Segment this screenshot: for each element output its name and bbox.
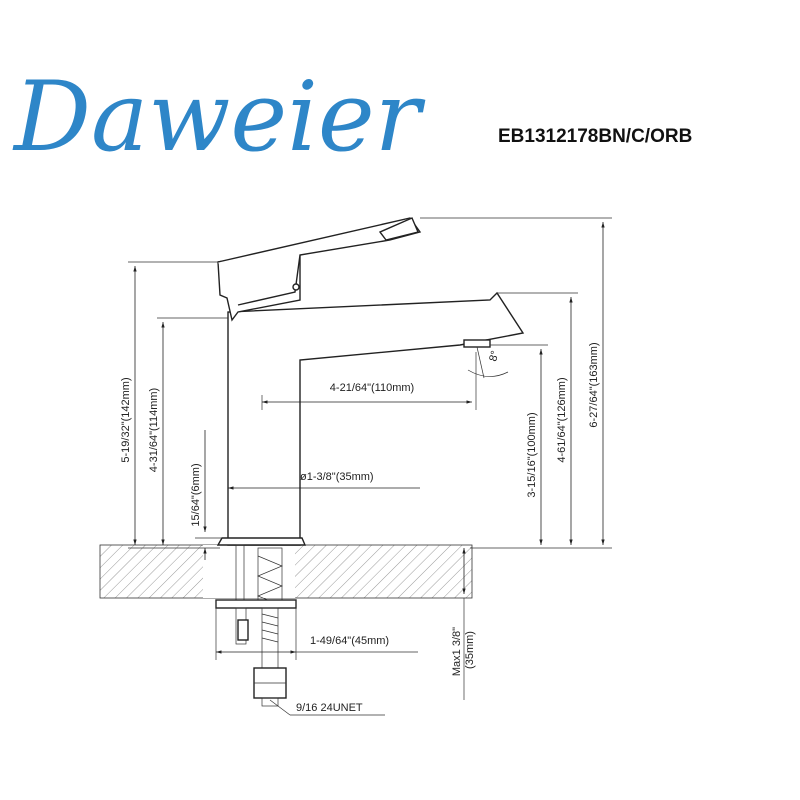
dim-body-height: 4-31/64"(114mm): [148, 317, 228, 545]
dim-body-height-label: 4-31/64"(114mm): [148, 388, 160, 472]
angle-label: 8°: [487, 349, 501, 362]
dim-clearance-label: 3-15/16"(100mm): [526, 412, 538, 497]
dim-deck-thickness-line1: Max1 3/8": [451, 627, 463, 676]
dim-body-diameter: ø1-3/8"(35mm): [228, 471, 420, 490]
dim-deck-thickness-line2: (35mm): [464, 631, 476, 669]
model-number: EB1312178BN/C/ORB: [498, 126, 692, 147]
dim-mount-width: 1-49/64"(45mm): [215, 600, 418, 660]
connector-callout: 9/16 24UNET: [269, 699, 385, 716]
dim-total-height-label: 6-27/64"(163mm): [588, 342, 600, 427]
brand-logo: Daweier: [12, 61, 426, 173]
dim-base-ring: 15/64"(6mm): [190, 430, 222, 560]
faucet-body: [216, 217, 525, 546]
dim-spout-reach: 4-21/64"(110mm): [261, 352, 477, 410]
dim-body-diameter-label: ø1-3/8"(35mm): [300, 471, 374, 483]
dim-clearance: 3-15/16"(100mm): [490, 344, 548, 545]
dim-mount-width-label: 1-49/64"(45mm): [310, 635, 389, 647]
dim-base-ring-label: 15/64"(6mm): [190, 463, 202, 526]
dim-outlet-height: 4-61/64"(126mm): [497, 292, 578, 545]
dim-handle-height-label: 5-19/32"(142mm): [120, 377, 132, 462]
mounting-hardware: [215, 544, 297, 707]
angle-indicator: 8°: [467, 346, 509, 379]
mount-hole: [203, 545, 295, 598]
dim-deck-thickness: Max1 3/8" (35mm): [451, 548, 476, 700]
dim-total-height: 6-27/64"(163mm): [420, 217, 612, 549]
connector-label: 9/16 24UNET: [296, 702, 363, 714]
dim-deck-thickness-label: Max1 3/8" (35mm): [451, 624, 476, 676]
dim-outlet-height-label: 4-61/64"(126mm): [556, 377, 568, 462]
dim-spout-reach-label: 4-21/64"(110mm): [330, 382, 414, 394]
